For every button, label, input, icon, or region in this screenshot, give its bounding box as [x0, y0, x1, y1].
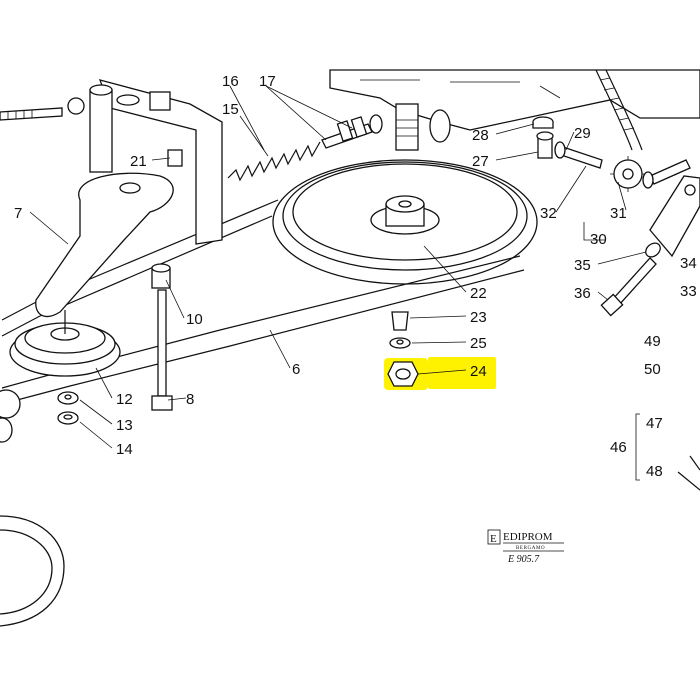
bracket-34 — [649, 175, 700, 258]
part-label-49: 49 — [644, 333, 661, 350]
part-label-24: 24 — [470, 363, 487, 380]
chain-29 — [595, 69, 643, 151]
screw-27 — [536, 131, 554, 159]
washer-13 — [57, 391, 79, 405]
part-label-13: 13 — [116, 417, 133, 434]
publisher-city: BERGAMO — [516, 546, 545, 551]
part-label-31: 31 — [610, 205, 627, 222]
part-label-30: 30 — [590, 231, 607, 248]
part-label-22: 22 — [470, 285, 487, 302]
shaft-32 — [554, 141, 603, 169]
bolt-left — [0, 97, 85, 121]
part-label-32: 32 — [540, 205, 557, 222]
drive-pulley — [272, 159, 538, 285]
part-label-27: 27 — [472, 153, 489, 170]
washer-25 — [389, 337, 411, 349]
right-edge-part — [677, 455, 700, 491]
stud — [151, 263, 171, 289]
lower-pulley — [0, 389, 65, 627]
engine-block — [329, 69, 700, 151]
publisher-mark: E EDIPROM BERGAMO E 905.7 — [487, 529, 564, 565]
part-label-6: 6 — [292, 361, 300, 378]
publisher-code: E 905.7 — [507, 554, 540, 565]
part-label-34: 34 — [680, 255, 697, 272]
part-label-46: 46 — [610, 439, 627, 456]
part-label-10: 10 — [186, 311, 203, 328]
tension-arm — [35, 172, 174, 317]
leader-lines — [29, 85, 647, 481]
part-label-29: 29 — [574, 125, 591, 142]
roller-right — [642, 159, 691, 189]
part-label-33: 33 — [680, 283, 697, 300]
long-bolt — [151, 289, 173, 411]
sprocket-31 — [610, 156, 646, 192]
part-label-25: 25 — [470, 335, 487, 352]
part-label-36: 36 — [574, 285, 591, 302]
nut-35 — [645, 242, 661, 258]
key-23 — [391, 311, 409, 331]
highlight-part-24 — [384, 357, 496, 390]
idler-pulley — [9, 310, 121, 377]
nut-28 — [532, 116, 554, 129]
part-label-48: 48 — [646, 463, 663, 480]
part-label-16: 16 — [222, 73, 239, 90]
part-label-35: 35 — [574, 257, 591, 274]
part-label-7: 7 — [14, 205, 22, 222]
part-label-8: 8 — [186, 391, 194, 408]
part-label-12: 12 — [116, 391, 133, 408]
bolt-36 — [600, 257, 657, 317]
mounting-bracket — [89, 79, 223, 245]
tension-spring — [227, 141, 321, 182]
part-labels: 16 17 15 21 7 10 6 8 12 13 14 28 27 29 3… — [14, 73, 697, 480]
part-label-14: 14 — [116, 441, 133, 458]
part-label-15: 15 — [222, 101, 239, 118]
nut-14 — [57, 411, 79, 425]
part-label-23: 23 — [470, 309, 487, 326]
part-label-21: 21 — [130, 153, 147, 170]
publisher-name: EDIPROM — [503, 531, 553, 543]
part-label-47: 47 — [646, 415, 663, 432]
highlight-box-label — [428, 357, 496, 389]
spring-bolt — [321, 114, 383, 149]
part-label-50: 50 — [644, 361, 661, 378]
part-label-17: 17 — [259, 73, 276, 90]
publisher-logo-box — [487, 529, 501, 545]
publisher-logo-letter: E — [490, 533, 497, 545]
part-label-28: 28 — [472, 127, 489, 144]
